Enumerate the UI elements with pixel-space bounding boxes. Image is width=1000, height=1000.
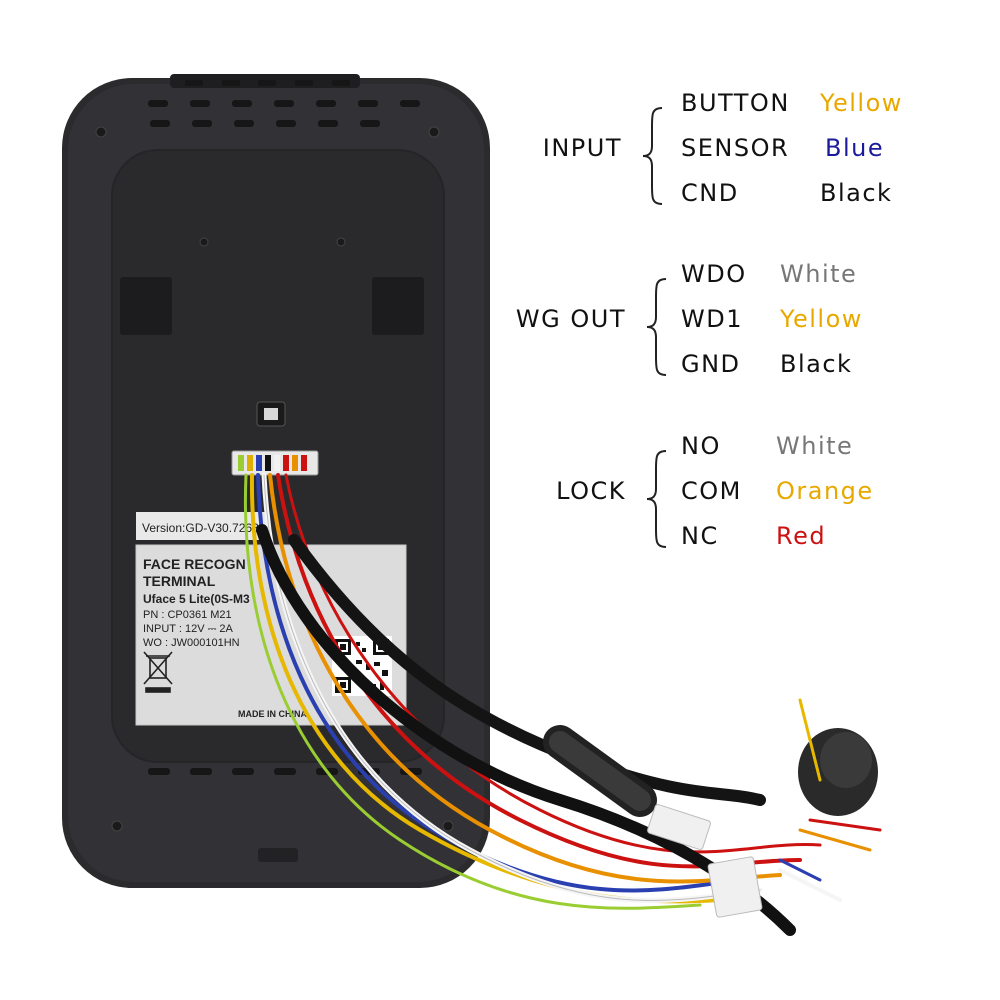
pin-label-nc: NC [681, 522, 719, 550]
pin-label-cnd: CND [681, 179, 739, 207]
label-title-line2: TERMINAL [143, 573, 216, 589]
weee-bin-icon [143, 651, 173, 693]
wire-color-yellow: Yellow [780, 305, 863, 333]
brace-icon [646, 450, 667, 548]
wire-color-orange: Orange [776, 477, 874, 505]
label-model: Uface 5 Lite(0S-M3 [143, 592, 250, 606]
wire-color-red: Red [776, 522, 827, 550]
screws [95, 126, 454, 832]
wire-color-white: White [776, 432, 854, 460]
product-label: FACE RECOGN TERMINAL Uface 5 Lite(0S-M3 … [135, 544, 407, 726]
sticker-version-text: Version:GD-V30.7263 [142, 521, 259, 535]
label-title-line1: FACE RECOGN [143, 556, 246, 572]
wire-color-black: Black [820, 179, 893, 207]
wire-connector [231, 450, 319, 476]
pin-label-button: BUTTON [681, 89, 790, 117]
device-body [62, 74, 490, 888]
label-made-in: MADE IN CHINA [238, 709, 307, 719]
group-label-input: INPUT [542, 134, 622, 162]
wire-color-black: Black [780, 350, 853, 378]
pin-label-wd1: WD1 [681, 305, 743, 333]
pin-label-sensor: SENSOR [681, 134, 790, 162]
pin-label-wdo: WDO [681, 260, 747, 288]
tamper-switch [256, 401, 286, 427]
pin-label-gnd: GND [681, 350, 741, 378]
label-input: INPUT : 12V ⎓ 2A [143, 623, 234, 635]
brace-icon [646, 278, 667, 376]
version-sticker: Version:GD-V30.7263 [136, 512, 268, 540]
wire-color-blue: Blue [825, 134, 885, 162]
wire-color-white: White [780, 260, 858, 288]
brace-icon [642, 107, 663, 205]
pin-label-com: COM [681, 477, 742, 505]
label-wo: WO : JW000101HN [143, 637, 240, 649]
wire-color-yellow: Yellow [820, 89, 903, 117]
label-pn: PN : CP0361 M21 [143, 609, 232, 621]
pin-label-no: NO [681, 432, 721, 460]
group-label-lock: LOCK [556, 477, 626, 505]
wire-bundle [243, 472, 882, 936]
top-vents [148, 80, 420, 127]
mounting-slots [120, 277, 424, 335]
group-label-wg-out: WG OUT [515, 305, 626, 333]
